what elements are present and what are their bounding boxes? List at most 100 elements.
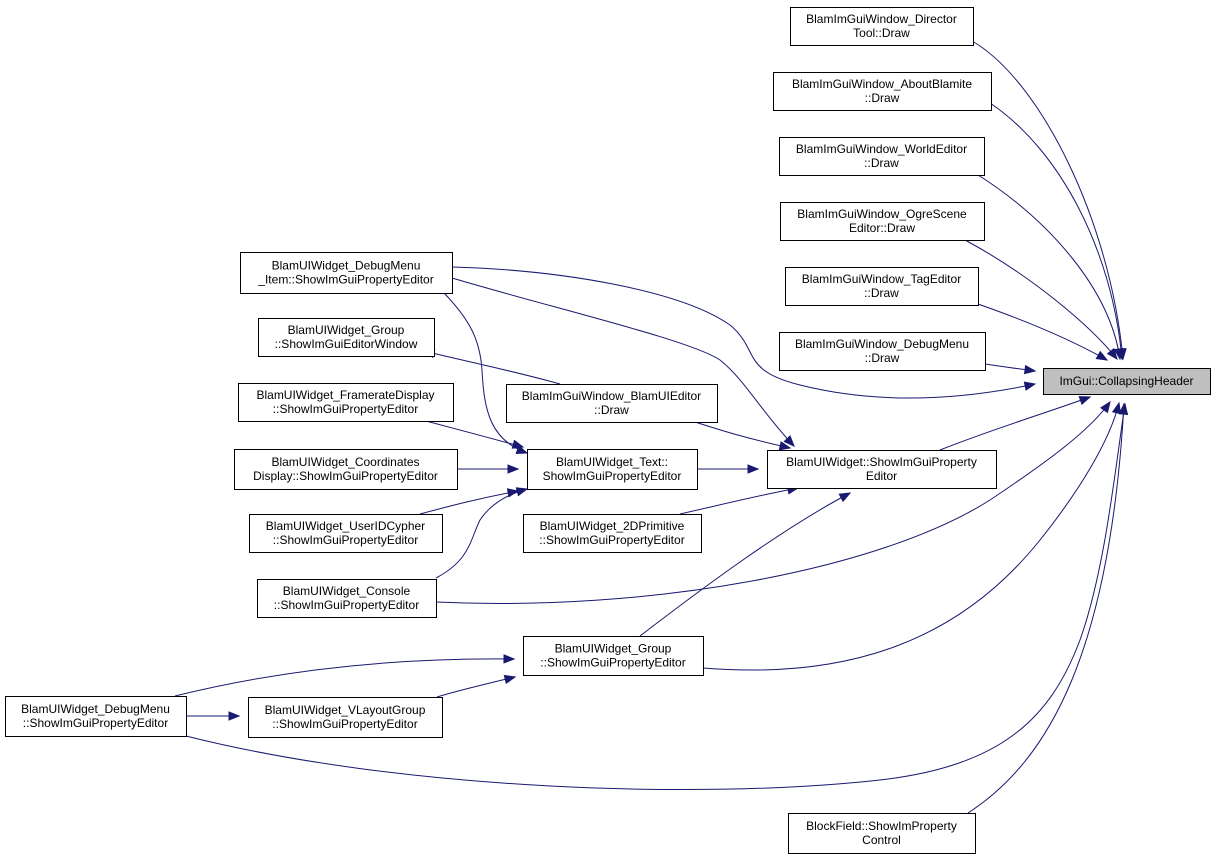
- node-box[interactable]: [5, 696, 187, 737]
- node-label-line: ::Draw: [864, 286, 899, 300]
- node-about[interactable]: BlamImGuiWindow_AboutBlamite::Draw: [773, 72, 992, 111]
- node-label-line: BlamImGuiWindow_TagEditor: [802, 272, 961, 286]
- node-label-line: ::Draw: [864, 156, 899, 170]
- arrowhead: [1023, 364, 1037, 375]
- node-box[interactable]: [523, 514, 702, 553]
- arrowhead: [515, 487, 529, 497]
- node-label-line: BlamUIWidget::ShowImGuiProperty: [786, 455, 977, 469]
- node-label-line: Tool::Draw: [853, 26, 910, 40]
- edge-line: [679, 487, 799, 515]
- node-dmitem[interactable]: BlamUIWidget_DebugMenu_Item::ShowImGuiPr…: [240, 252, 453, 294]
- node-box[interactable]: [258, 318, 435, 357]
- arrowhead: [511, 439, 525, 449]
- arrowhead: [1118, 402, 1129, 415]
- arrowhead: [1078, 396, 1092, 406]
- node-console[interactable]: BlamUIWidget_Console::ShowImGuiPropertyE…: [257, 579, 437, 618]
- edge-line: [419, 490, 519, 515]
- node-box[interactable]: [257, 579, 437, 618]
- node-vlayout[interactable]: BlamUIWidget_VLayoutGroup::ShowImGuiProp…: [248, 697, 443, 738]
- arrowhead: [1106, 347, 1118, 361]
- arrowhead: [1113, 347, 1124, 361]
- node-userid[interactable]: BlamUIWidget_UserIDCypher::ShowImGuiProp…: [249, 514, 443, 553]
- node-box[interactable]: [779, 332, 986, 371]
- node-box[interactable]: [790, 7, 974, 46]
- edge-vlayout-to-group: [436, 674, 517, 698]
- node-box[interactable]: [523, 636, 704, 676]
- node-text[interactable]: BlamUIWidget_Text::ShowImGuiPropertyEdit…: [527, 449, 698, 490]
- node-label-line: BlamUIWidget_Coordinates: [271, 455, 419, 469]
- edge-text-to-widget: [697, 464, 760, 474]
- node-box[interactable]: [238, 383, 454, 422]
- arrowhead: [747, 464, 760, 474]
- edge-line: [974, 302, 1108, 361]
- edge-line: [174, 658, 515, 697]
- node-box[interactable]: [780, 202, 985, 241]
- arrowhead: [1095, 350, 1109, 361]
- node-box[interactable]: [767, 450, 997, 489]
- node-box[interactable]: [248, 697, 443, 738]
- node-box[interactable]: [249, 514, 443, 553]
- edge-widget-to-collapsing: [939, 396, 1092, 451]
- edge-line: [451, 277, 795, 447]
- node-label-line: ::ShowImGuiPropertyEditor: [539, 533, 684, 547]
- node-label-line: BlamImGuiWindow_DebugMenu: [795, 337, 969, 351]
- node-label-line: ShowImGuiPropertyEditor: [543, 469, 682, 483]
- node-box[interactable]: [773, 72, 992, 111]
- node-label-line: BlamUIWidget_VLayoutGroup: [265, 703, 426, 717]
- node-label-line: Editor: [866, 469, 897, 483]
- node-label-line: _Item::ShowImGuiPropertyEditor: [257, 273, 433, 287]
- edge-line: [435, 488, 528, 579]
- node-world[interactable]: BlamImGuiWindow_WorldEditor::Draw: [779, 137, 985, 176]
- node-framerate[interactable]: BlamUIWidget_FramerateDisplay::ShowImGui…: [238, 383, 454, 422]
- node-box[interactable]: [788, 813, 976, 854]
- node-label-line: ::Draw: [865, 351, 900, 365]
- edge-debugmenu-to-vlayout: [186, 711, 241, 721]
- node-uieditor[interactable]: BlamImGuiWindow_BlamUIEditor::Draw: [506, 384, 718, 423]
- node-tag[interactable]: BlamImGuiWindow_TagEditor::Draw: [785, 267, 979, 306]
- arrowhead: [507, 464, 520, 474]
- arrowhead: [1100, 400, 1111, 414]
- node-label-line: ::ShowImGuiPropertyEditor: [274, 598, 419, 612]
- node-label-line: ::Draw: [594, 403, 629, 417]
- node-label-line: BlamUIWidget_DebugMenu: [272, 259, 421, 273]
- node-coords[interactable]: BlamUIWidget_CoordinatesDisplay::ShowImG…: [234, 449, 458, 490]
- node-label-line: ::ShowImGuiPropertyEditor: [272, 717, 417, 731]
- edge-line: [967, 403, 1125, 814]
- node-debugmenuwin[interactable]: BlamImGuiWindow_DebugMenu::Draw: [779, 332, 986, 371]
- node-label-line: BlamUIWidget_UserIDCypher: [266, 519, 425, 533]
- node-label-line: ::ShowImGuiPropertyEditor: [273, 533, 418, 547]
- node-prim2d[interactable]: BlamUIWidget_2DPrimitive::ShowImGuiPrope…: [523, 514, 702, 553]
- node-label-line: ::ShowImGuiPropertyEditor: [273, 402, 418, 416]
- edge-line: [964, 239, 1118, 360]
- edge-userid-to-text: [419, 488, 520, 515]
- node-box[interactable]: [506, 384, 718, 423]
- node-group[interactable]: BlamUIWidget_Group::ShowImGuiPropertyEdi…: [523, 636, 704, 676]
- edge-line: [423, 350, 561, 385]
- edge-dmitem-to-widget: [451, 277, 795, 447]
- node-label-line: BlamImGuiWindow_WorldEditor: [796, 142, 967, 156]
- arrowhead: [503, 674, 517, 685]
- node-label-line: ::ShowImGuiEditorWindow: [275, 337, 418, 351]
- edge-line: [971, 40, 1124, 360]
- node-debugmenu[interactable]: BlamUIWidget_DebugMenu::ShowImGuiPropert…: [5, 696, 187, 737]
- node-label-line: BlamUIWidget_DebugMenu: [21, 702, 170, 716]
- edges-layer: [174, 40, 1129, 814]
- node-box[interactable]: [785, 267, 979, 306]
- node-box[interactable]: [234, 449, 458, 490]
- edge-line: [185, 403, 1126, 791]
- node-widget[interactable]: BlamUIWidget::ShowImGuiPropertyEditor: [767, 450, 997, 489]
- node-groupwin[interactable]: BlamUIWidget_Group::ShowImGuiEditorWindo…: [258, 318, 435, 357]
- node-box[interactable]: [240, 252, 453, 294]
- node-box[interactable]: [779, 137, 985, 176]
- edge-line: [425, 420, 524, 448]
- edge-line: [974, 172, 1121, 360]
- node-box[interactable]: [527, 449, 698, 490]
- node-box[interactable]: [1043, 368, 1211, 395]
- arrowhead: [778, 441, 792, 451]
- edge-world-to-collapsing: [974, 172, 1124, 361]
- node-collapsing[interactable]: ImGui::CollapsingHeader: [1043, 368, 1211, 395]
